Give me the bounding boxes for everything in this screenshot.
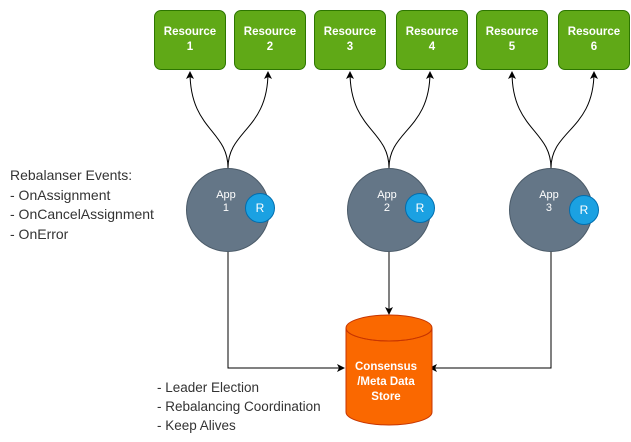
edge-app1-resource2 bbox=[227, 71, 272, 169]
duty-item: - Leader Election bbox=[157, 380, 260, 395]
resource-number: 2 bbox=[266, 41, 274, 53]
resource-label: Resource bbox=[323, 26, 377, 38]
edge-app3-resource5 bbox=[508, 71, 552, 169]
rebalanser-events-note: Rebalanser Events: - OnAssignment - OnCa… bbox=[10, 166, 154, 244]
resource-label: Resource bbox=[567, 26, 621, 38]
resource-number: 4 bbox=[428, 41, 436, 53]
store-label-line3: Store bbox=[371, 391, 401, 403]
store-cylinder bbox=[345, 314, 433, 426]
resource-label: Resource bbox=[163, 26, 217, 38]
resource-number: 1 bbox=[186, 41, 194, 53]
store-duties-note: - Leader Election - Rebalancing Coordina… bbox=[157, 378, 321, 435]
app-label: App bbox=[216, 189, 236, 201]
duty-item: - Keep Alives bbox=[157, 418, 236, 433]
app-number: 3 bbox=[545, 202, 553, 214]
app-number: 1 bbox=[222, 202, 230, 214]
resource-label: Resource bbox=[405, 26, 459, 38]
resource-node-5[interactable]: Resource 5 bbox=[476, 10, 548, 70]
resource-node-2[interactable]: Resource 2 bbox=[234, 10, 306, 70]
rebalanser-badge-1[interactable]: R bbox=[245, 193, 275, 223]
resource-label: Resource bbox=[243, 26, 297, 38]
resource-node-1[interactable]: Resource 1 bbox=[154, 10, 226, 70]
edge-app2-resource3 bbox=[346, 71, 390, 169]
rebalanser-badge-3[interactable]: R bbox=[569, 195, 599, 225]
store-label-line1: Consensus bbox=[355, 361, 417, 373]
edge-app2-resource4 bbox=[388, 71, 434, 169]
resource-number: 3 bbox=[346, 41, 354, 53]
events-title: Rebalanser Events: bbox=[10, 167, 133, 183]
app-label: App bbox=[539, 189, 559, 201]
resource-label: Resource bbox=[485, 26, 539, 38]
edge-app3-resource6 bbox=[550, 71, 598, 169]
edge-app1-resource1 bbox=[186, 71, 229, 169]
event-item: - OnCancelAssignment bbox=[10, 206, 154, 222]
edge-app1-store bbox=[227, 252, 345, 372]
event-item: - OnError bbox=[10, 225, 69, 242]
edge-app3-store bbox=[429, 252, 552, 372]
app-number: 2 bbox=[383, 202, 391, 214]
store-label-line2: /Meta Data bbox=[357, 376, 415, 388]
store-label: Consensus /Meta Data Store bbox=[346, 360, 426, 405]
resource-node-4[interactable]: Resource 4 bbox=[396, 10, 468, 70]
resource-number: 5 bbox=[508, 41, 516, 53]
resource-node-6[interactable]: Resource 6 bbox=[558, 10, 630, 70]
resource-number: 6 bbox=[590, 41, 598, 53]
event-item: - OnAssignment bbox=[10, 186, 111, 203]
duty-item: - Rebalancing Coordination bbox=[157, 399, 321, 414]
rebalanser-badge-2[interactable]: R bbox=[405, 193, 435, 223]
app-label: App bbox=[377, 189, 397, 201]
resource-node-3[interactable]: Resource 3 bbox=[314, 10, 386, 70]
